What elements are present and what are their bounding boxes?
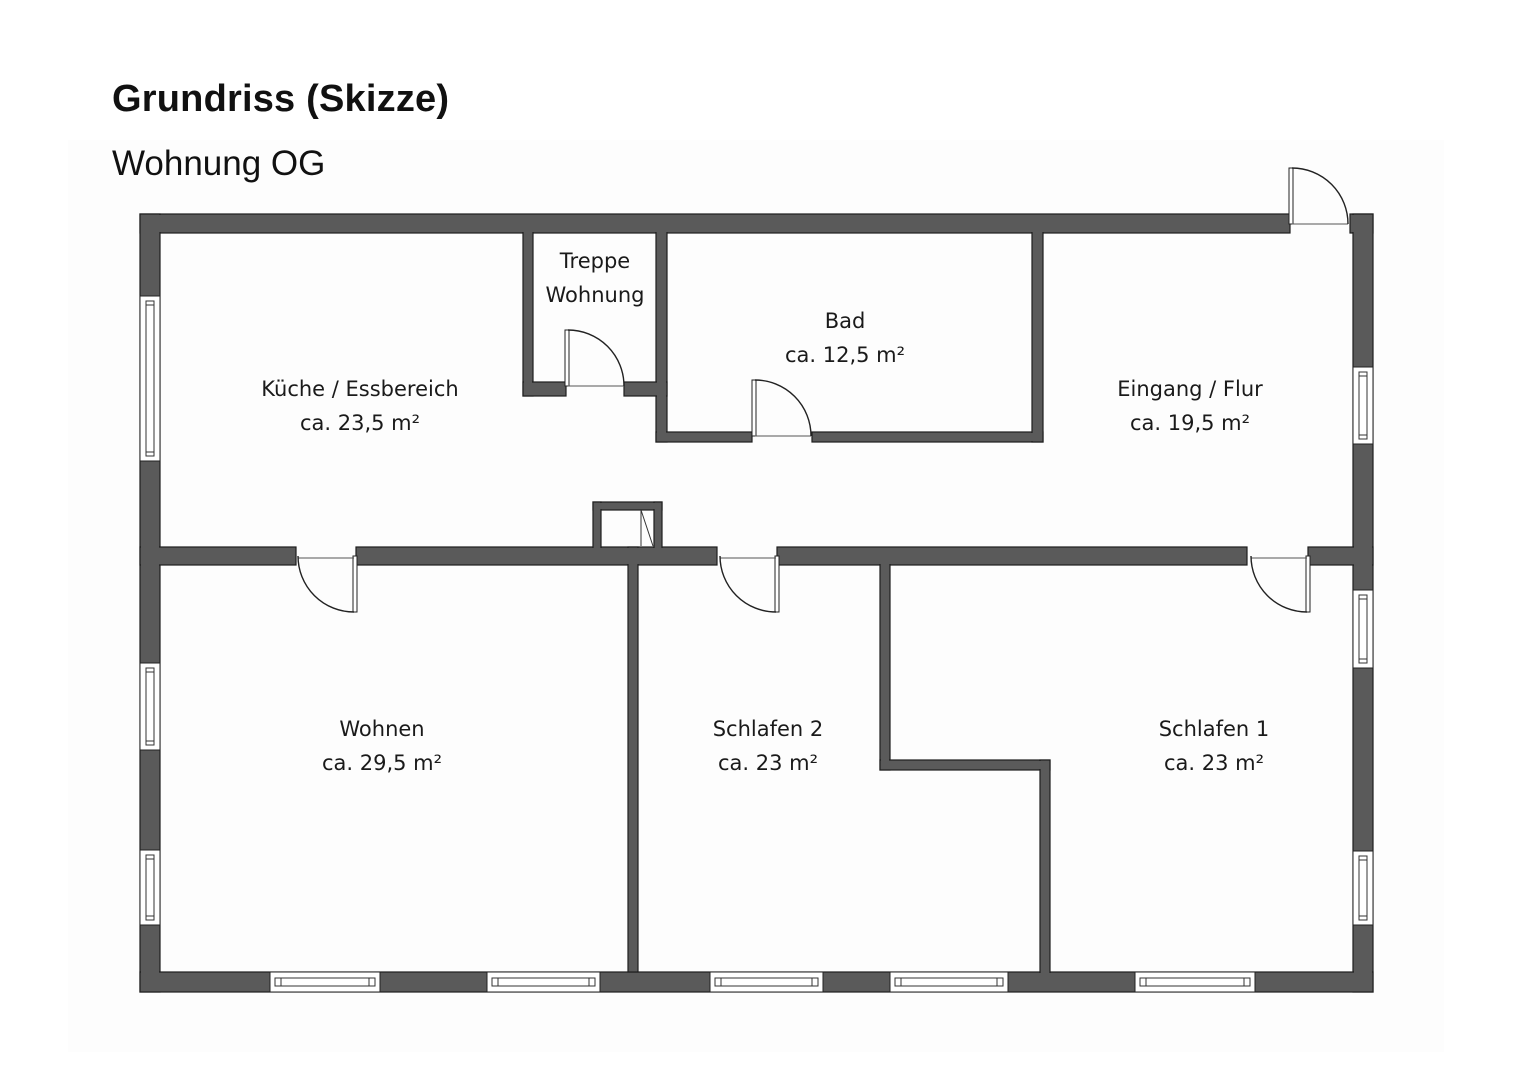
room-label: Wohnen ca. 29,5 m² xyxy=(322,712,442,780)
room-name: Küche / Essbereich xyxy=(261,377,459,401)
room-area: ca. 23,5 m² xyxy=(299,411,421,435)
page-title: Grundriss (Skizze) xyxy=(112,78,450,120)
window-left-3 xyxy=(139,849,161,926)
doors xyxy=(297,167,1349,613)
room-area: ca. 12,5 m² xyxy=(784,343,906,367)
door-entrance xyxy=(1288,167,1349,225)
window-left-2 xyxy=(139,662,161,751)
window-bottom-3 xyxy=(709,971,824,993)
room-name: Schlafen 2 xyxy=(712,717,824,741)
room-name: Wohnen xyxy=(339,717,425,741)
window-bottom-5 xyxy=(1134,971,1256,993)
door-schlafen2 xyxy=(719,555,780,613)
window-bottom-4 xyxy=(889,971,1009,993)
room-name: Eingang / Flur xyxy=(1117,377,1263,401)
room-label: Schlafen 2 ca. 23 m² xyxy=(713,712,824,780)
windows xyxy=(139,295,1374,993)
room-name: Schlafen 1 xyxy=(1158,717,1270,741)
door-treppe xyxy=(564,329,625,387)
room-label: Eingang / Flur ca. 19,5 m² xyxy=(1117,372,1263,440)
room-area: Wohnung xyxy=(545,283,645,307)
room-area: ca. 23 m² xyxy=(1163,751,1265,775)
window-right-1 xyxy=(1352,366,1374,445)
room-area: ca. 19,5 m² xyxy=(1129,411,1251,435)
room-name: Bad xyxy=(824,309,866,333)
window-right-3 xyxy=(1352,850,1374,926)
shaft-diagonal xyxy=(640,509,654,547)
room-label: Schlafen 1 ca. 23 m² xyxy=(1159,712,1270,780)
window-bottom-1 xyxy=(269,971,381,993)
door-bad xyxy=(751,379,812,437)
room-area: ca. 23 m² xyxy=(717,751,819,775)
walls xyxy=(139,213,1374,993)
door-wohnen xyxy=(297,555,358,613)
door-schlafen1 xyxy=(1250,555,1311,613)
room-area: ca. 29,5 m² xyxy=(321,751,443,775)
window-bottom-2 xyxy=(486,971,601,993)
room-label: Küche / Essbereich ca. 23,5 m² xyxy=(261,372,458,440)
window-left-1 xyxy=(139,295,161,462)
window-right-2 xyxy=(1352,589,1374,669)
room-name: Treppe xyxy=(559,249,631,273)
drawing-sheet xyxy=(68,140,1444,1052)
page-subtitle: Wohnung OG xyxy=(112,144,326,183)
room-label: Bad ca. 12,5 m² xyxy=(785,304,905,372)
